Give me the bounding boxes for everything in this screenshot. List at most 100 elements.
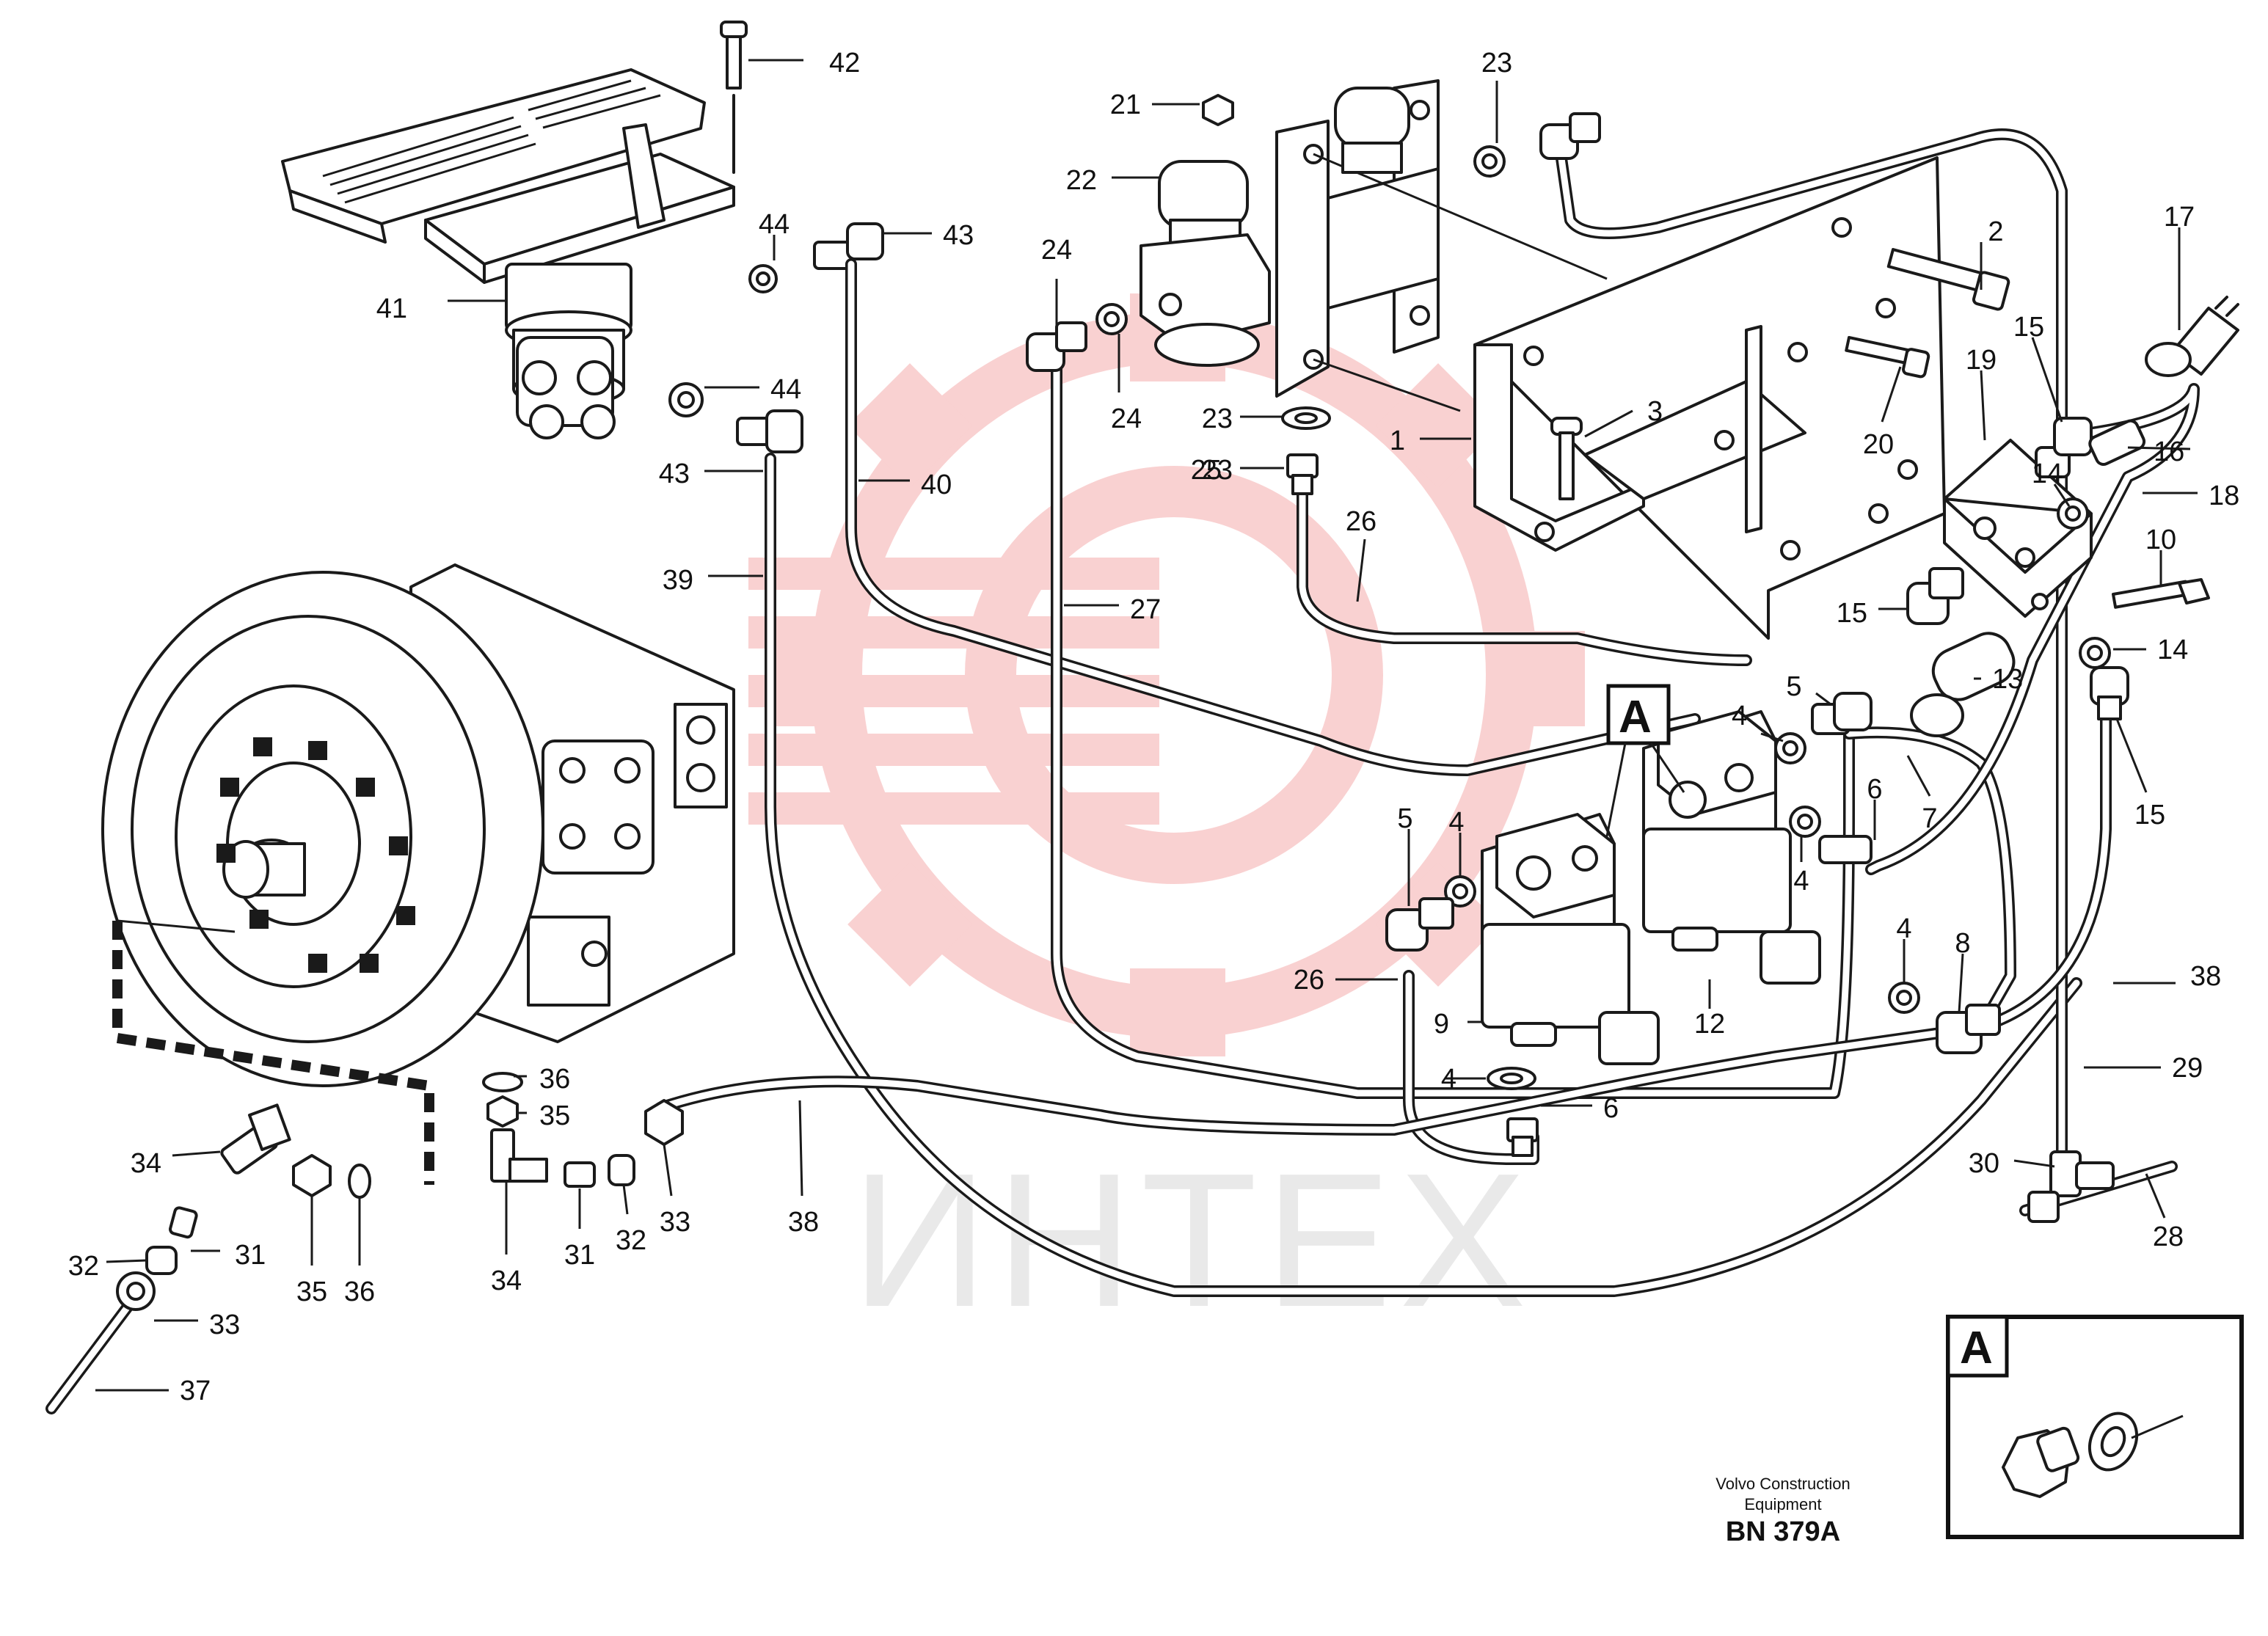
callout-26: 26 (1294, 965, 1324, 996)
callout-6: 6 (1603, 1093, 1619, 1124)
callout-15: 15 (2134, 800, 2165, 830)
callout-15: 15 (2013, 312, 2044, 343)
callout-26: 26 (1346, 506, 1377, 537)
seal-36-right (482, 1072, 523, 1092)
tee-8 (1936, 1004, 2001, 1054)
callout-leader-4 (1760, 732, 1784, 742)
callout-leader-38 (798, 1100, 803, 1197)
callout-44: 44 (759, 209, 790, 240)
callout-leader-34 (172, 1150, 221, 1157)
banjo-fitting-43 (813, 222, 884, 270)
washer-4-d (1888, 982, 1920, 1014)
detail-tag-a: A (1605, 684, 1685, 837)
nipple-25 (1286, 453, 1319, 495)
sensor-17 (2145, 296, 2239, 377)
inset-detail-a: A (1946, 1315, 2244, 1539)
callout-4: 4 (1732, 701, 1747, 731)
seal-36-left (348, 1164, 371, 1199)
callout-4: 4 (1896, 913, 1911, 944)
callout-36: 36 (539, 1064, 570, 1095)
callout-2: 2 (1988, 216, 2003, 247)
tee-30 (2027, 1150, 2115, 1223)
solenoid-valve-9 (1481, 813, 1660, 1065)
callout-34: 34 (491, 1266, 522, 1296)
fitting-5-right (1811, 692, 1873, 735)
banjo-fitting-43-lower (736, 409, 803, 453)
callout-32: 32 (68, 1251, 99, 1282)
watermark-text: ИНТЕХ (851, 1134, 1534, 1347)
callout-23: 23 (1202, 403, 1233, 434)
callout-40: 40 (921, 470, 952, 500)
nut-32-right (608, 1154, 635, 1186)
callout-19: 19 (1966, 345, 1997, 376)
callout-8: 8 (1955, 928, 1970, 959)
bolt-42 (720, 21, 748, 90)
callout-leader-19 (1980, 370, 1986, 441)
callout-39: 39 (663, 565, 693, 596)
callout-leader-33 (663, 1144, 673, 1197)
banjo-fitting-24 (1026, 321, 1087, 372)
mounting-plate (1473, 156, 1946, 640)
callout-leader-28 (2145, 1173, 2166, 1219)
callout-leader-15 (2115, 718, 2148, 793)
callout-10: 10 (2145, 525, 2176, 555)
pressure-switch-upper (1334, 87, 1410, 174)
callout-25: 25 (1191, 455, 1222, 486)
banjo-fitting-24-top (1539, 112, 1601, 160)
callout-4: 4 (1441, 1064, 1456, 1095)
brake-pedal-assembly (281, 68, 735, 439)
washer-44 (748, 264, 778, 293)
callout-leader-32 (622, 1184, 629, 1215)
fitting-6-right (1818, 835, 1873, 864)
union-13 (1910, 632, 2016, 737)
callout-7: 7 (1922, 803, 1937, 834)
callout-leader-15 (2031, 337, 2063, 423)
callout-41: 41 (376, 293, 407, 324)
callout-6: 6 (1867, 774, 1882, 805)
callout-44: 44 (770, 374, 801, 405)
callout-23: 23 (1481, 48, 1512, 78)
washer-4-b (1789, 806, 1821, 838)
caption-company-line1: Volvo Construction (1715, 1475, 1850, 1493)
callout-31: 31 (235, 1240, 266, 1271)
callout-leader-32 (106, 1259, 147, 1263)
callout-12: 12 (1694, 1009, 1725, 1040)
callout-34: 34 (131, 1148, 161, 1179)
callout-27: 27 (1130, 594, 1161, 625)
callout-5: 5 (1786, 671, 1801, 702)
callout-9: 9 (1434, 1009, 1449, 1040)
callout-4: 4 (1793, 866, 1809, 896)
washer-23 (1473, 145, 1506, 178)
callout-3: 3 (1647, 396, 1663, 427)
callout-36: 36 (344, 1277, 375, 1307)
washer-23-left (1095, 303, 1128, 335)
callout-37: 37 (180, 1376, 211, 1406)
washer-14-upper (2057, 497, 2089, 530)
callout-leader-7 (1906, 755, 1931, 797)
washer-44-lower (668, 382, 704, 417)
callout-20: 20 (1863, 429, 1894, 460)
callout-38: 38 (2190, 961, 2221, 992)
sleeve-31-left (169, 1206, 198, 1239)
callout-16: 16 (2154, 437, 2184, 467)
callout-1: 1 (1390, 426, 1405, 456)
washer-4-e (1487, 1067, 1536, 1090)
callout-32: 32 (616, 1225, 646, 1256)
callout-43: 43 (943, 220, 974, 251)
fitting-15-lower (2090, 666, 2129, 720)
callout-14: 14 (2157, 635, 2188, 665)
callout-24: 24 (1041, 235, 1072, 266)
fitting-6-lower (1506, 1117, 1539, 1157)
callout-33: 33 (209, 1310, 240, 1340)
callout-leader-26 (1356, 538, 1366, 602)
washer-4-inset (2087, 1412, 2139, 1472)
callout-leader-16 (2127, 446, 2191, 450)
callout-43: 43 (659, 459, 690, 489)
bolt-20 (1845, 336, 1930, 379)
svg-text:A: A (1619, 692, 1652, 742)
callout-17: 17 (2164, 202, 2195, 233)
callout-leader-5 (1815, 692, 1831, 706)
callout-14: 14 (2032, 459, 2063, 489)
pressure-switch-22 (1140, 160, 1271, 367)
